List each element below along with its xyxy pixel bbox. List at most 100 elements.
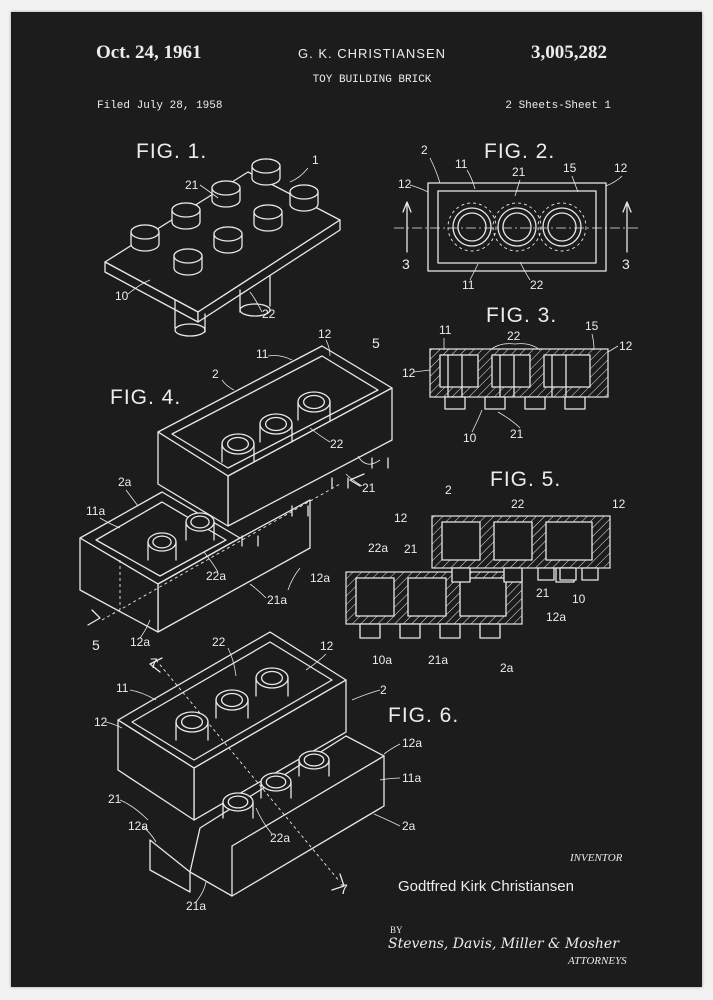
fig2-callout-21: 21 (512, 165, 526, 179)
fig5-upper-cavity (441, 521, 481, 561)
fig4-callout-2a: 2a (118, 475, 132, 489)
fig6-callout-2a: 2a (402, 819, 416, 833)
fig5-callout-12-left: 12 (394, 511, 408, 525)
fig5-upper-cavity (493, 521, 533, 561)
fig6-callout-22a: 22a (270, 831, 290, 845)
fig4-stud-underside (331, 477, 349, 489)
fig2-tube-outline (537, 202, 587, 252)
fig3-stud (564, 396, 586, 410)
fig2-section-3-left: 3 (402, 256, 410, 272)
fig3-drawing (429, 348, 609, 410)
fig6-tube-lower (222, 792, 254, 819)
fig5-callout-10a: 10a (372, 653, 392, 667)
fig6-callout-11: 11 (116, 681, 129, 695)
fig4-callout-21: 21 (362, 481, 376, 495)
fig5-callout-21: 21 (404, 542, 418, 556)
fig4-callout-12a: 12a (130, 635, 150, 649)
fig1-callout-22: 22 (262, 307, 276, 321)
fig5-callout-12a-left: 12a (310, 571, 330, 585)
fig5-callout-22a: 22a (368, 541, 388, 555)
fig1-callout-10: 10 (115, 289, 129, 303)
fig3-callout-15: 15 (585, 319, 599, 333)
fig5-lower-stud (479, 623, 501, 639)
fig6-label: FIG. 6. (388, 704, 459, 727)
fig6-tube (255, 667, 289, 697)
fig5-callout-22: 22 (511, 497, 525, 511)
fig4-callout-22a: 22a (206, 569, 226, 583)
fig2-callout-22: 22 (530, 278, 544, 292)
fig3-cavity (543, 354, 591, 388)
fig5-callout-2a: 2a (500, 661, 514, 675)
fig4-section-5-bottom: 5 (92, 637, 100, 653)
fig4-tube-lower (185, 512, 215, 541)
fig6-section-7-top: 7 (150, 655, 158, 671)
fig2-callout-11: 11 (455, 157, 468, 171)
fig6-drawing (117, 631, 385, 897)
filing-date: Filed July 28, 1958 (97, 100, 222, 112)
fig1-stud (211, 180, 241, 208)
fig5-upper-stud (503, 567, 523, 583)
fig4-callout-21a: 21a (267, 593, 287, 607)
fig1-callout-1: 1 (312, 153, 319, 167)
fig2-stud-outer (542, 207, 582, 247)
inventor-label: INVENTOR (569, 852, 623, 864)
fig4-label: FIG. 4. (110, 386, 181, 409)
fig5-stud (537, 567, 555, 581)
fig3-callout-12-right: 12 (619, 339, 633, 353)
fig5-lower-stud (439, 623, 461, 639)
fig4-stud-underside (291, 505, 309, 517)
fig3-label: FIG. 3. (486, 304, 557, 327)
fig3-callout-12-left: 12 (402, 366, 416, 380)
fig5-lower-cavity (407, 577, 447, 617)
fig4-tube (297, 391, 331, 421)
fig6-section-7-bottom: 7 (340, 881, 348, 897)
fig3-callout-10: 10 (463, 431, 477, 445)
fig1-stud (251, 158, 281, 186)
fig5-stud (581, 567, 599, 581)
fig1-stud (173, 248, 203, 276)
patent-poster (11, 12, 702, 987)
fig2-tube-outline (447, 202, 497, 252)
fig6-callout-12a-left: 12a (128, 819, 148, 833)
fig6-callout-12a-top: 12a (402, 736, 422, 750)
fig2-callout-12-left: 12 (398, 177, 412, 191)
fig2-stud-inner (457, 212, 487, 242)
fig4-callout-22: 22 (330, 437, 344, 451)
fig2-drawing (394, 182, 640, 272)
fig1-stud (130, 224, 160, 252)
fig3-stud (444, 396, 466, 410)
fig3-cavity (439, 354, 479, 388)
by-label: BY (390, 925, 403, 935)
fig4-stud-underside (371, 457, 389, 469)
fig2-tube-outline (492, 202, 542, 252)
fig5-upper-stud (451, 567, 471, 583)
fig6-tube-lower (298, 750, 330, 777)
fig4-callout-12: 12 (318, 327, 332, 341)
fig6-tube (215, 689, 249, 719)
fig5-drawing (345, 515, 611, 639)
fig1-stud (171, 202, 201, 230)
fig5-lower-stud (399, 623, 421, 639)
fig1-stud (253, 204, 283, 232)
fig5-lower-stud (359, 623, 381, 639)
fig1-stud (289, 184, 319, 212)
fig5-upper-cavity (545, 521, 593, 561)
fig5-lower-cavity (355, 577, 395, 617)
fig4-callout-11a: 11a (86, 504, 105, 518)
fig2-callout-2: 2 (421, 143, 428, 157)
fig2-label: FIG. 2. (484, 140, 555, 163)
fig4-tube (221, 433, 255, 463)
fig1-label: FIG. 1. (136, 140, 207, 163)
patent-date: Oct. 24, 1961 (96, 42, 202, 63)
fig4-tube-lower (147, 532, 177, 561)
fig5-callout-10: 10 (572, 592, 586, 606)
fig5-callout-12a-right: 12a (546, 610, 566, 624)
fig4-section-5-top: 5 (372, 335, 380, 351)
fig3-stud (484, 396, 506, 410)
fig2-stud-inner (547, 212, 577, 242)
fig4-drawing (79, 345, 393, 633)
patent-title: TOY BUILDING BRICK (313, 74, 432, 86)
sheet-count: 2 Sheets-Sheet 1 (505, 100, 611, 112)
fig4-callout-11: 11 (256, 347, 269, 361)
